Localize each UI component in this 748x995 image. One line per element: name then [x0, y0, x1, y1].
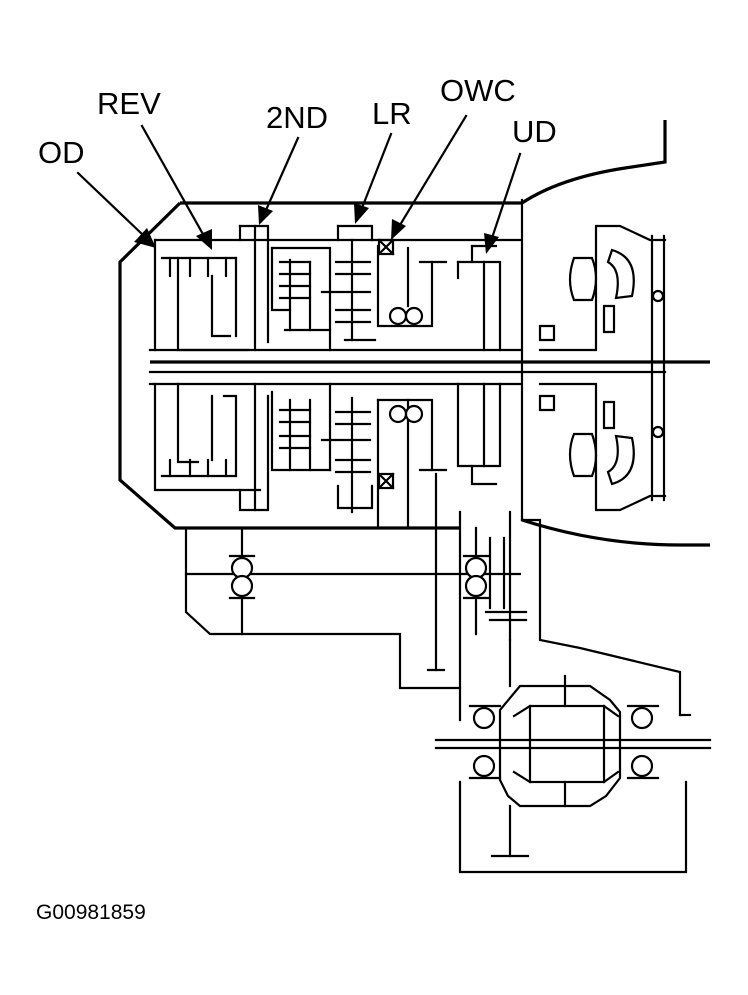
figure-code: G00981859	[36, 901, 146, 924]
leader-ud	[484, 152, 522, 254]
owc-roller-symbol-lower	[377, 404, 424, 490]
torque-converter	[520, 198, 667, 522]
label-owc: OWC	[440, 73, 516, 108]
leader-lr	[354, 132, 393, 224]
clutch-packs-upper	[153, 224, 522, 352]
clutch-packs-lower	[153, 382, 502, 530]
transfer-shaft	[184, 472, 528, 672]
label-od: OD	[38, 135, 85, 170]
transmission-housing	[118, 120, 710, 874]
label-2nd: 2ND	[266, 100, 328, 135]
owc-roller-symbol	[377, 238, 424, 326]
label-rev: REV	[97, 86, 161, 121]
leader-2nd	[258, 136, 300, 225]
main-shaft	[148, 348, 710, 386]
leader-owc	[391, 114, 468, 240]
label-lr: LR	[372, 96, 412, 131]
differential	[434, 638, 712, 858]
label-ud: UD	[512, 114, 557, 149]
